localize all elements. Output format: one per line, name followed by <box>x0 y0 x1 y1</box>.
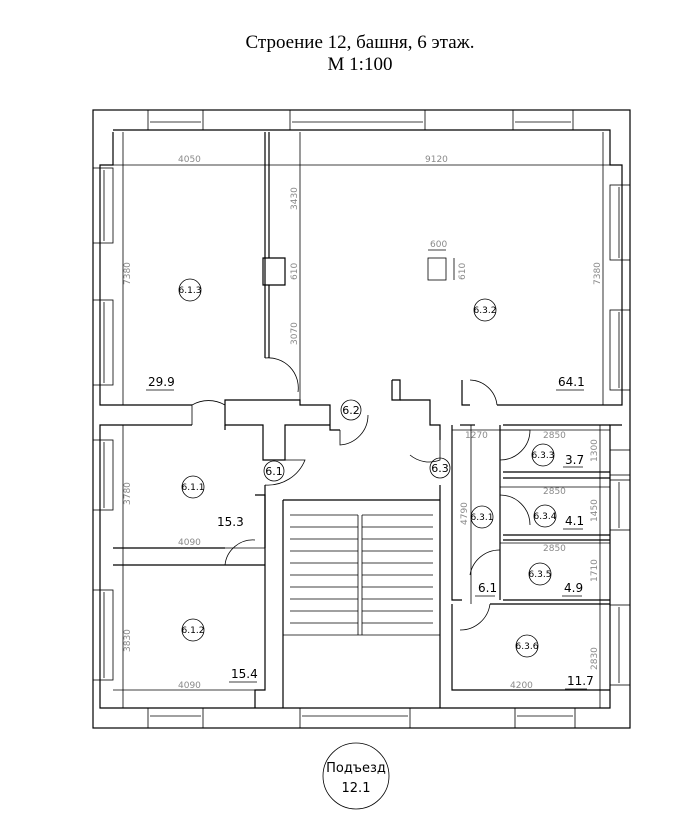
dim-4090-b: 4090 <box>178 681 201 691</box>
room-tag-6-3-4: 6.3.4 <box>534 504 557 528</box>
dim-1270: 1270 <box>465 431 488 441</box>
dim-610-wall: 610 <box>290 263 300 280</box>
room-tag-6-1-3: 6.1.3 <box>179 278 202 302</box>
dim-610-column: 610 <box>458 263 468 280</box>
room-tag-6-3-1: 6.3.1 <box>471 505 494 529</box>
dim-9120: 9120 <box>425 155 448 165</box>
svg-text:6.3.2: 6.3.2 <box>474 306 497 316</box>
dim-2830: 2830 <box>590 647 600 670</box>
room-tags: 6.1.3 6.3.2 6.1.1 6.1.2 6.2 6.1 6.3 6.3.… <box>179 278 557 658</box>
svg-text:6.3: 6.3 <box>431 462 449 475</box>
dim-7380-right: 7380 <box>593 262 603 285</box>
svg-text:6.1.2: 6.1.2 <box>182 626 205 636</box>
area-6-3-5: 4.9 <box>564 581 583 595</box>
svg-text:6.1.1: 6.1.1 <box>182 483 205 493</box>
dim-3070: 3070 <box>290 322 300 345</box>
room-tag-6-3-3: 6.3.3 <box>532 443 555 467</box>
room-tag-6-1-2: 6.1.2 <box>182 618 205 642</box>
room-tag-6-3-2: 6.3.2 <box>474 298 497 322</box>
interior-walls <box>113 132 610 708</box>
plan-scale: М 1:100 <box>328 54 393 75</box>
dim-4090-a: 4090 <box>178 538 201 548</box>
dim-600-column: 600 <box>430 240 447 250</box>
dim-2850-a: 2850 <box>543 431 566 441</box>
area-6-1-2: 15.4 <box>231 667 258 681</box>
dim-2850-b: 2850 <box>543 487 566 497</box>
svg-text:6.3.3: 6.3.3 <box>532 451 555 461</box>
area-6-3-3: 3.7 <box>565 453 584 467</box>
dimension-labels: 4050 9120 3430 610 3070 600 610 7380 738… <box>123 155 603 691</box>
dim-4050: 4050 <box>178 155 201 165</box>
dim-7380-left: 7380 <box>123 262 133 285</box>
svg-text:6.3.4: 6.3.4 <box>534 512 557 522</box>
room-areas: 29.9 64.1 15.3 15.4 3.7 4.1 4.9 11.7 6.1 <box>146 375 594 690</box>
room-tag-6-3-6: 6.3.6 <box>516 634 539 658</box>
dim-1710: 1710 <box>590 559 600 582</box>
svg-text:6.3.5: 6.3.5 <box>529 570 552 580</box>
plan-title: Строение 12, башня, 6 этаж. <box>245 32 474 53</box>
room-tag-6-2: 6.2 <box>340 399 362 421</box>
room-tag-6-3-5: 6.3.5 <box>529 562 552 586</box>
dim-1300: 1300 <box>590 439 600 462</box>
area-6-1-3: 29.9 <box>148 375 175 389</box>
entrance-number: 12.1 <box>342 781 371 796</box>
room-tag-6-3: 6.3 <box>429 457 451 479</box>
svg-text:6.3.1: 6.3.1 <box>471 513 494 523</box>
dim-4200: 4200 <box>510 681 533 691</box>
entrance-label: Подъезд <box>326 761 386 776</box>
area-6-3-4: 4.1 <box>565 514 584 528</box>
staircase <box>283 514 440 636</box>
area-6-3-6: 11.7 <box>567 674 594 688</box>
area-6-1-1: 15.3 <box>217 515 244 529</box>
dim-3830: 3830 <box>123 629 133 652</box>
dim-3780: 3780 <box>123 482 133 505</box>
doors <box>191 357 531 631</box>
room-tag-6-1: 6.1 <box>263 460 285 482</box>
svg-text:6.2: 6.2 <box>342 404 360 417</box>
outer-walls <box>92 109 631 729</box>
corridor-label-6-1: 6.1 <box>478 581 497 595</box>
area-6-3-2: 64.1 <box>558 375 585 389</box>
svg-text:6.1: 6.1 <box>265 465 283 478</box>
dimension-lines <box>113 132 610 708</box>
dim-3430: 3430 <box>290 187 300 210</box>
dim-4790: 4790 <box>460 502 470 525</box>
room-tag-6-1-1: 6.1.1 <box>182 475 205 499</box>
svg-text:6.1.3: 6.1.3 <box>179 286 202 296</box>
svg-text:6.3.6: 6.3.6 <box>516 642 539 652</box>
dim-1450: 1450 <box>590 499 600 522</box>
dim-2850-c: 2850 <box>543 544 566 554</box>
entrance-marker: Подъезд 12.1 <box>322 742 390 810</box>
